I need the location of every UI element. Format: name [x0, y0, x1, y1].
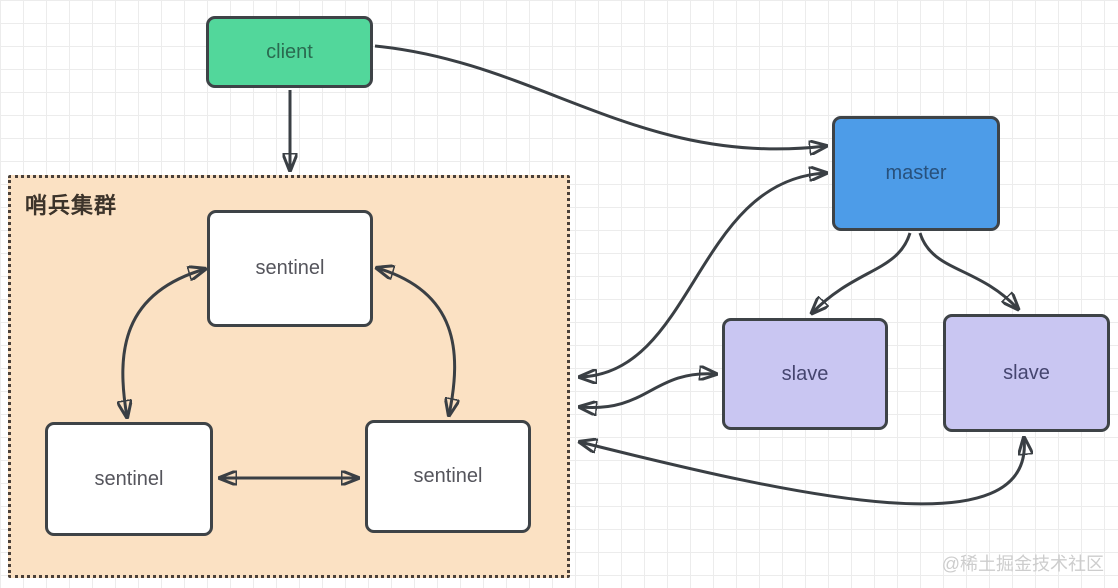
- node-client-label: client: [266, 40, 313, 63]
- arrow-master-to-slaveleft: [812, 232, 912, 313]
- node-slave-left: slave: [722, 318, 888, 430]
- watermark-text: @稀土掘金技术社区: [941, 554, 1104, 574]
- node-master: master: [832, 116, 1000, 231]
- node-sentinel-top: sentinel: [207, 210, 373, 327]
- arrow-client-to-master: [374, 44, 826, 149]
- node-sentinel-right-label: sentinel: [413, 465, 483, 487]
- arrow-cluster-slaveright-bidirectional: [580, 438, 1024, 506]
- node-master-label: master: [885, 162, 947, 184]
- node-sentinel-top-label: sentinel: [255, 257, 325, 279]
- arrow-cluster-slaveleft-bidirectional: [580, 374, 716, 408]
- node-slave-right: slave: [943, 314, 1110, 432]
- node-slave-left-label: slave: [781, 362, 829, 385]
- sentinel-cluster-label: 哨兵集群: [25, 193, 118, 218]
- arrow-master-to-slaveright: [918, 232, 1018, 309]
- node-sentinel-right: sentinel: [365, 420, 531, 533]
- node-client: client: [206, 16, 373, 88]
- node-sentinel-left-label: sentinel: [94, 467, 164, 490]
- node-slave-right-label: slave: [1003, 361, 1050, 384]
- node-sentinel-left: sentinel: [45, 422, 213, 536]
